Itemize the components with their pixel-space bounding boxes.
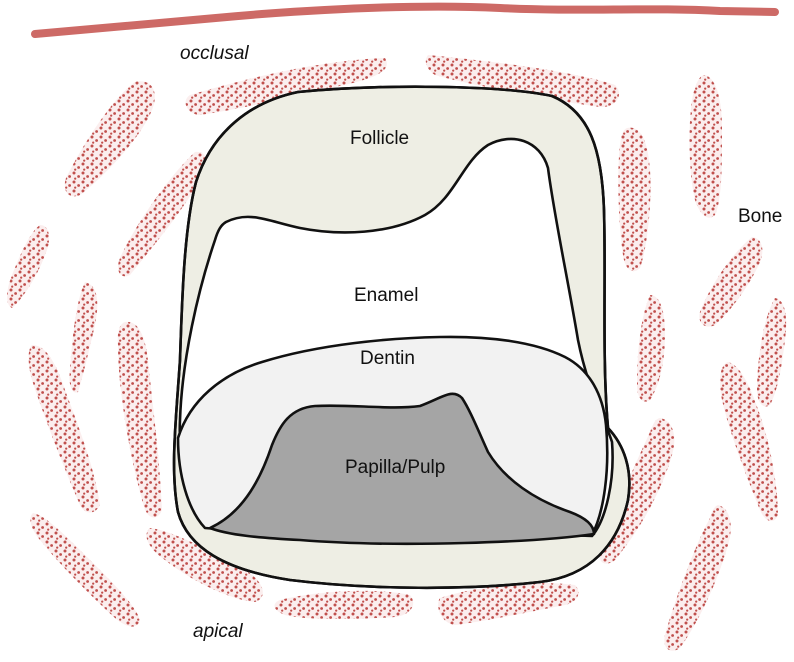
bone-fragment bbox=[637, 295, 665, 402]
bone-fragment bbox=[618, 127, 651, 272]
bone-fragment bbox=[64, 81, 155, 197]
bone-fragment bbox=[69, 282, 98, 393]
bone-fragment bbox=[664, 505, 731, 651]
bone-fragment bbox=[757, 298, 787, 407]
bone-fragment bbox=[118, 151, 207, 277]
label-occlusal: occlusal bbox=[180, 43, 249, 64]
label-dentin: Dentin bbox=[360, 348, 415, 369]
bone-fragment bbox=[699, 237, 763, 327]
label-enamel: Enamel bbox=[354, 285, 418, 306]
bone-fragment bbox=[30, 513, 140, 627]
label-follicle: Follicle bbox=[350, 128, 409, 149]
papilla-pulp bbox=[208, 392, 596, 546]
bone-fragment bbox=[689, 75, 722, 218]
bone-fragment bbox=[28, 345, 100, 513]
bone-fragment bbox=[117, 321, 162, 518]
bone-fragment bbox=[720, 362, 778, 522]
bone-fragment bbox=[438, 583, 579, 625]
bone-fragment bbox=[7, 225, 50, 308]
bone-fragment bbox=[425, 55, 620, 108]
bone-fragment bbox=[274, 590, 414, 620]
bone-fragment bbox=[146, 528, 263, 602]
gingiva-line bbox=[31, 2, 779, 38]
label-papilla-pulp: Papilla/Pulp bbox=[345, 457, 445, 478]
bone-fragment bbox=[185, 58, 387, 115]
follicle-outline bbox=[172, 85, 631, 590]
label-apical: apical bbox=[193, 621, 243, 642]
label-bone: Bone bbox=[738, 206, 782, 227]
